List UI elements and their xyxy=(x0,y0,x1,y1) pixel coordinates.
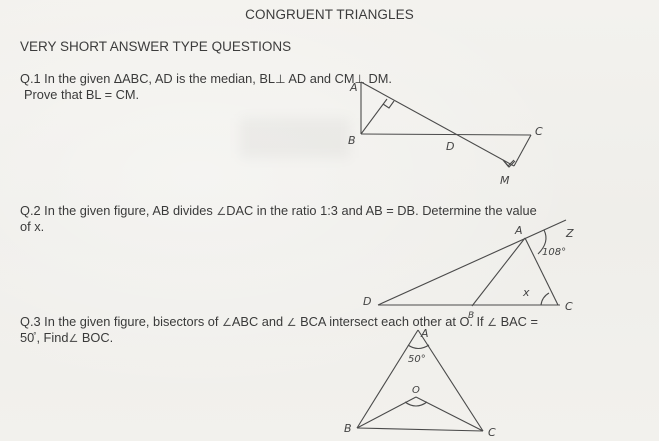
triangle-symbol-icon: Δ xyxy=(113,72,123,86)
label-B: B xyxy=(348,134,356,147)
question-2-line-2: of x. xyxy=(20,219,45,234)
perpendicular-symbol-icon: ⊥ xyxy=(275,72,286,86)
label-x: x xyxy=(522,286,530,299)
question-1-line-2: Prove that BL = CM. xyxy=(24,87,140,102)
angle-symbol-icon: ∠ xyxy=(286,316,297,329)
question-3-line-1: Q.3 In the given figure, bisectors of ∠A… xyxy=(20,314,659,330)
label-C: C xyxy=(488,426,496,439)
question-2: Q.2 In the given figure, AB divides ∠DAC… xyxy=(20,203,659,234)
figure-q2-labels: A Z 108° x D B C xyxy=(363,224,574,321)
label-B: B xyxy=(344,422,352,435)
label-A: A xyxy=(514,224,523,237)
q1-text-d: DM. xyxy=(364,71,392,86)
q3-text-boc: BOC. xyxy=(78,330,114,345)
angle-108-label: 108° xyxy=(542,247,566,258)
q3-text-d: BAC = xyxy=(497,314,538,329)
angle-symbol-icon: ∠ xyxy=(68,332,79,345)
angle-symbol-icon: ∠ xyxy=(487,316,498,329)
label-A: A xyxy=(349,81,358,94)
q2-text-b: DAC in the ratio 1:3 and AB = DB. Determ… xyxy=(226,203,537,218)
q1-text-b: ABC, AD is the median, BL xyxy=(122,71,276,86)
angle-50-label: 50° xyxy=(408,354,426,365)
q1-text-c: AD and CM xyxy=(285,71,355,86)
question-3-line-2: 50°, Find∠ BOC. xyxy=(20,330,659,346)
question-1-line-1: Q.1 In the given ΔABC, AD is the median,… xyxy=(20,71,620,87)
q2-text-a: Q.2 In the given figure, AB divides xyxy=(20,203,217,218)
q1-text-a: Q.1 In the given xyxy=(20,71,114,86)
angle-symbol-icon: ∠ xyxy=(216,205,227,218)
question-2-line-1: Q.2 In the given figure, AB divides ∠DAC… xyxy=(20,203,659,219)
q3-text-a: Q.3 In the given figure, bisectors of xyxy=(20,314,223,329)
page-title: CONGRUENT TRIANGLES xyxy=(245,7,414,22)
angle-symbol-icon: ∠ xyxy=(222,316,232,329)
figure-q3-labels: A 50° O B C xyxy=(344,327,496,439)
q3-text-find: , Find xyxy=(36,330,69,345)
label-C: C xyxy=(535,125,543,138)
question-3: Q.3 In the given figure, bisectors of ∠A… xyxy=(20,314,659,346)
question-1: Q.1 In the given ΔABC, AD is the median,… xyxy=(20,71,620,102)
label-B: B xyxy=(468,311,474,321)
label-C: C xyxy=(565,300,573,313)
figure-q1-labels: A B D C M xyxy=(348,81,543,187)
perpendicular-symbol-icon: ⊥ xyxy=(354,72,365,86)
label-D: D xyxy=(446,140,454,153)
label-D: D xyxy=(363,295,371,308)
q3-text-50: 50 xyxy=(20,330,35,345)
q3-text-b: ABC and xyxy=(231,314,287,329)
section-heading: VERY SHORT ANSWER TYPE QUESTIONS xyxy=(20,39,292,54)
degree-symbol: ° xyxy=(33,331,37,340)
q3-text-c: BCA intersect each other at O. If xyxy=(296,314,488,329)
label-O: O xyxy=(412,385,420,396)
label-M: M xyxy=(500,174,510,187)
label-A: A xyxy=(420,327,429,340)
label-Z: Z xyxy=(565,227,574,240)
